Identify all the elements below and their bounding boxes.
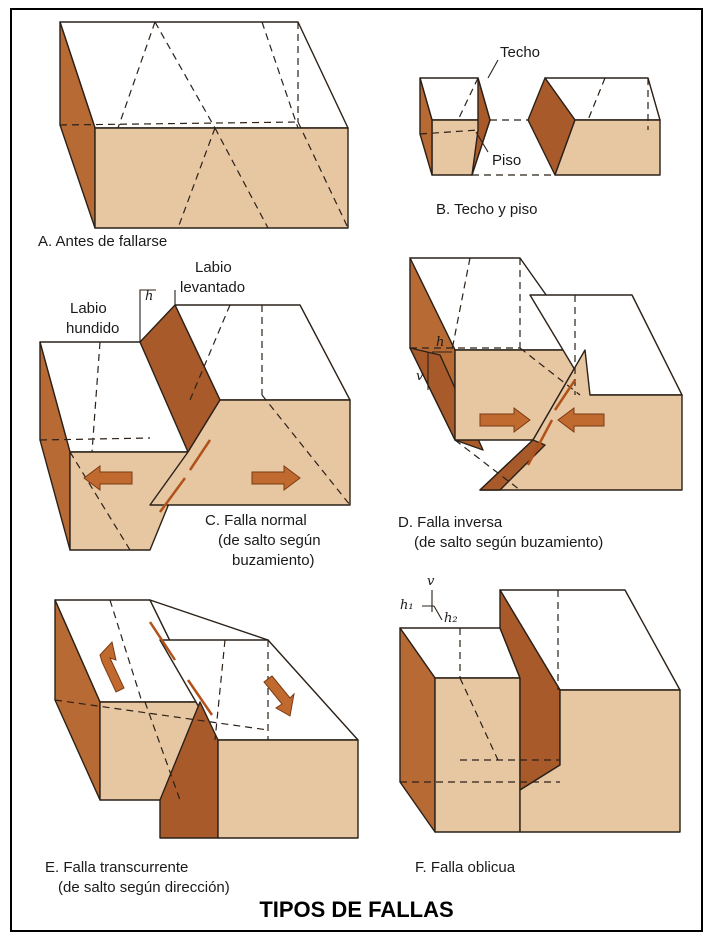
panel-d-right-arrow [557,407,605,433]
figure-title: TIPOS DE FALLAS [259,897,454,922]
labio-levantado-label-1: Labio [195,259,232,276]
panel-d-left-arrow [479,407,531,433]
labio-hundido-label-1: Labio [70,300,107,317]
techo-label: Techo [500,44,540,61]
panel-e-blocks [54,599,359,839]
panel-c-caption-3: buzamiento) [232,552,315,569]
panel-d-v-label: v [416,369,424,384]
panel-f-h2-label: h₂ [444,611,458,626]
labio-levantado-label-2: levantado [180,279,245,296]
panel-e-right-arrow [263,675,295,717]
labio-hundido-label-2: hundido [66,320,119,337]
panel-a-block [59,21,349,229]
panel-f-h1-label: h₁ [400,598,414,613]
panel-c-left-arrow [83,465,133,491]
panel-b-caption: B. Techo y piso [436,201,537,218]
panel-a-top-face [59,21,349,129]
panel-a-caption: A. Antes de fallarse [38,233,167,250]
panel-d-caption-2: (de salto según buzamiento) [414,534,603,551]
panel-d-h-label: h [436,335,444,350]
panel-d-caption-1: D. Falla inversa [398,514,503,531]
panel-f-caption: F. Falla oblicua [415,859,516,876]
panel-c-h-label: h [145,289,153,304]
panel-c-right-arrow [251,465,301,491]
panel-d-blocks [409,257,683,491]
panel-b-blocks [419,59,661,176]
panel-f-blocks [399,589,681,833]
panel-f-v-label: v [427,574,435,589]
panel-e-caption-2: (de salto según dirección) [58,879,230,896]
panel-e-caption-1: E. Falla transcurrente [45,859,188,876]
panel-c-caption-2: (de salto según [218,532,321,549]
panel-e-left-arrow [99,640,125,693]
panel-a-front-face [94,127,349,229]
panel-c-blocks [39,289,351,551]
panel-c-caption-1: C. Falla normal [205,512,307,529]
piso-label: Piso [492,152,521,169]
